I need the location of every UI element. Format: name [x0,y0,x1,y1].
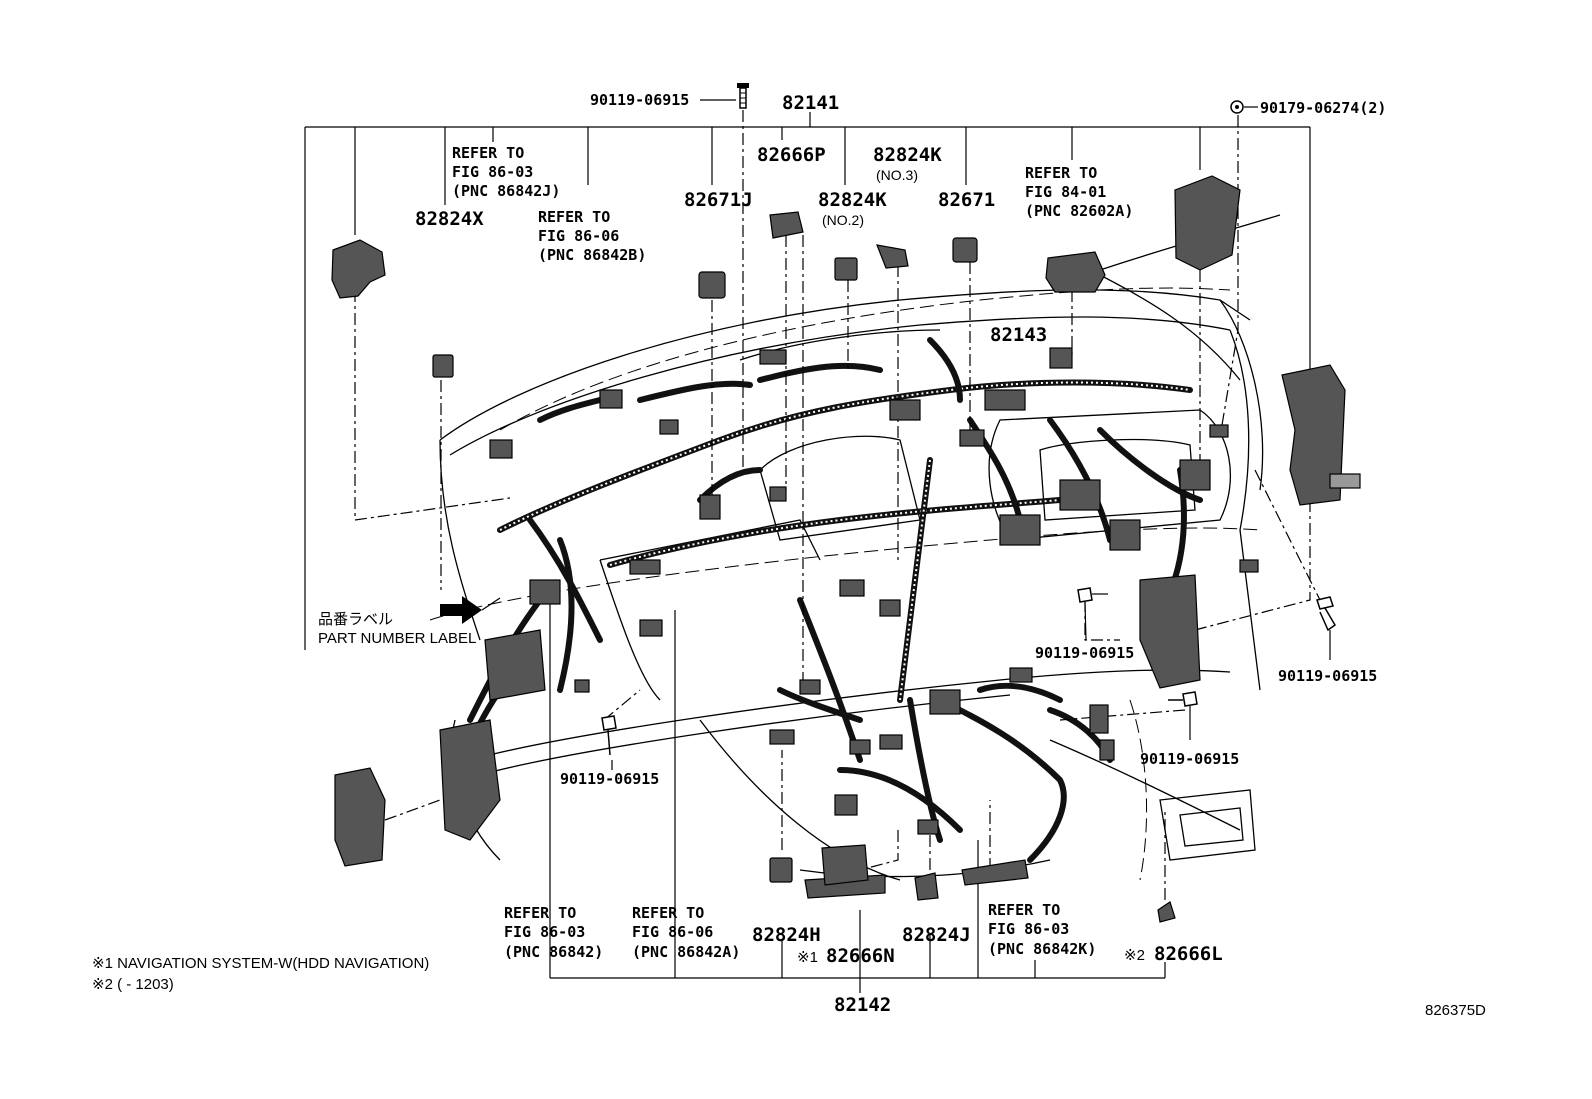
part-number-label-arrow-icon [440,596,482,624]
part-82824x-connector [432,354,454,378]
part-ecu-82602a [1045,251,1106,293]
label-82666p: 82666P [757,144,826,166]
part-82824h [769,857,793,883]
label-82824x: 82824X [415,208,484,230]
label-82671: 82671 [938,189,995,211]
part-82666p [769,211,804,239]
label-bolt-top: 90119-06915 [590,91,689,109]
part-number-label-jp: 品番ラベル [318,611,393,628]
figure-code: 826375D [1425,1002,1486,1019]
leader-lines [354,110,1321,900]
bottom-bracket [549,600,1166,993]
svg-text:FIG 86-03: FIG 86-03 [504,923,585,941]
svg-text:REFER TO: REFER TO [632,904,704,922]
bolt-top-icon [700,83,749,109]
svg-text:REFER TO: REFER TO [1025,164,1097,182]
svg-text:FIG 86-03: FIG 86-03 [988,920,1069,938]
label-82671j: 82671J [684,189,753,211]
svg-text:FIG 86-06: FIG 86-06 [632,923,713,941]
refer-block-2: REFER TO FIG 86-06 (PNC 86842B) [538,208,646,264]
label-82824k-no2: 82824K [818,189,887,211]
refer-block-3: REFER TO FIG 84-01 (PNC 82602A) [1025,164,1133,220]
part-82824j [914,872,939,901]
bolt-right-icon [1316,596,1336,660]
svg-text:REFER TO: REFER TO [504,904,576,922]
label-82824k-no3: 82824K [873,144,942,166]
part-number-label-en: PART NUMBER LABEL [318,630,476,647]
part-junction-block-left [334,767,386,867]
svg-text:(PNC 82602A): (PNC 82602A) [1025,202,1133,220]
label-82142: 82142 [834,994,891,1016]
refer-block-5: REFER TO FIG 86-06 (PNC 86842A) [632,904,740,961]
footnote-1: ※1 NAVIGATION SYSTEM-W(HDD NAVIGATION) [92,955,429,972]
refer-block-6: REFER TO FIG 86-03 (PNC 86842K) [988,901,1096,958]
svg-text:(PNC 86842K): (PNC 86842K) [988,940,1096,958]
svg-text:(PNC 86842A): (PNC 86842A) [632,943,740,961]
clip-icon [1230,100,1258,114]
label-82666n: 82666N [826,945,895,967]
label-82141: 82141 [782,92,839,114]
mark-1: ※1 [797,949,818,966]
svg-text:FIG 86-06: FIG 86-06 [538,227,619,245]
part-relay-block [1139,574,1201,689]
bolt-center-icon [601,715,617,770]
svg-text:REFER TO: REFER TO [988,901,1060,919]
label-bolt-mid-right: 90119-06915 [1140,750,1239,768]
connector-parts [331,175,1361,923]
svg-text:(PNC 86842B): (PNC 86842B) [538,246,646,264]
label-bolt-right-upper: 90119-06915 [1035,644,1134,662]
footnote-2: ※2 ( - 1203) [92,976,174,993]
label-no2: (NO.2) [822,212,864,228]
svg-text:(PNC 86842J): (PNC 86842J) [452,182,560,200]
label-bolt-right: 90119-06915 [1278,667,1377,685]
part-82824k-no2 [834,257,858,281]
bolt-right-upper-icon [1077,587,1108,641]
refer-block-1: REFER TO FIG 86-03 (PNC 86842J) [452,144,560,200]
label-82666l: 82666L [1154,943,1223,965]
part-82824x-bracket [331,239,386,299]
refer-block-4: REFER TO FIG 86-03 (PNC 86842) [504,904,603,961]
label-82824h: 82824H [752,924,821,946]
label-82143: 82143 [990,324,1047,346]
dashboard-outline [429,214,1281,881]
label-bolt-center: 90119-06915 [560,770,659,788]
svg-text:REFER TO: REFER TO [452,144,524,162]
part-82671 [952,237,978,263]
label-no3: (NO.3) [876,167,918,183]
svg-text:REFER TO: REFER TO [538,208,610,226]
bolts [601,83,1336,770]
bolt-mid-right-icon [1168,691,1198,740]
part-82143-bracket [1174,175,1241,271]
part-82666l [1157,901,1176,923]
part-82671j [698,271,726,299]
svg-text:FIG 84-01: FIG 84-01 [1025,183,1106,201]
part-82824k-no3 [876,244,909,269]
label-82824j: 82824J [902,924,971,946]
top-bracket [304,112,1311,650]
label-clip: 90179-06274(2) [1260,99,1386,117]
svg-text:FIG 86-03: FIG 86-03 [452,163,533,181]
mark-2: ※2 [1124,947,1145,964]
svg-text:(PNC 86842): (PNC 86842) [504,943,603,961]
part-junction-block-right [1281,364,1346,506]
